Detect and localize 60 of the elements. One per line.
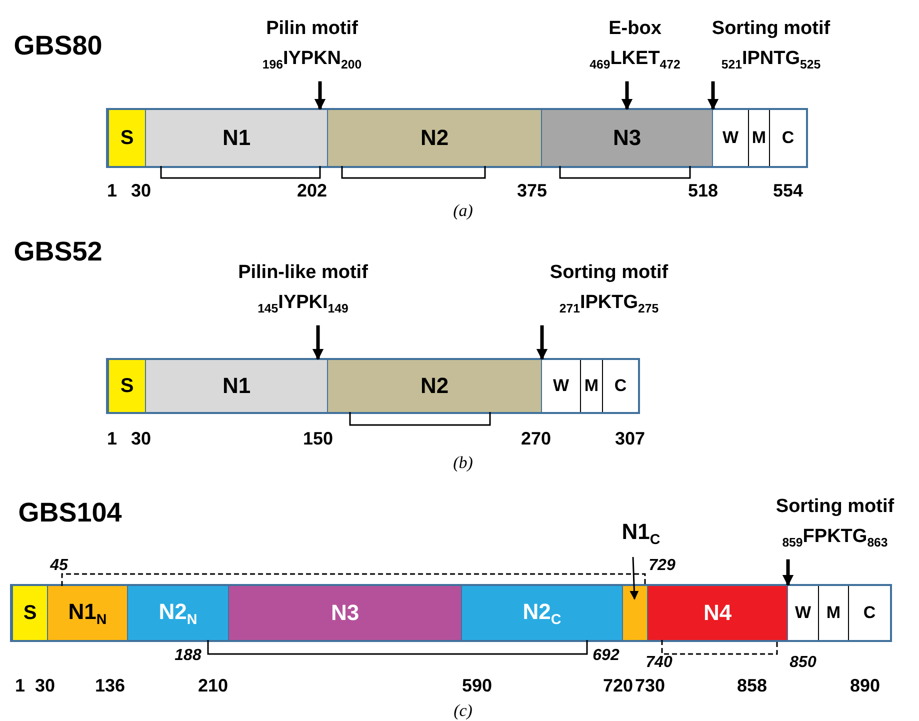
segment-label: N1$_{C}$ (622, 517, 660, 555)
protein-name: GBS104 (18, 498, 122, 528)
residue-number: 720 (602, 676, 634, 696)
residue-number: 30 (130, 180, 152, 202)
residue-number: 1 (107, 428, 117, 450)
boundary-number: 740 (646, 654, 672, 672)
domain-segment: N1$_{N}$ (47, 586, 127, 640)
domain-segment: N2$_{N}$ (127, 586, 228, 640)
residue-number: 30 (34, 676, 56, 696)
residue-number: 150 (302, 428, 334, 450)
arrow (782, 559, 794, 586)
protein-name: GBS80 (14, 30, 102, 62)
residue-number: 375 (516, 180, 548, 202)
boundary-number: 729 (648, 557, 676, 575)
residue-number: 202 (296, 180, 328, 202)
arrow (707, 81, 719, 110)
domain-segment: N3 (541, 110, 712, 166)
residue-number: 1 (15, 676, 25, 696)
domain-segment: N2$_{C}$ (461, 586, 622, 640)
domain-segment: N3 (228, 586, 461, 640)
residue-number: 136 (94, 676, 126, 696)
protein-name: GBS52 (14, 236, 102, 268)
boundary-number: 188 (174, 647, 202, 665)
residue-number: 307 (614, 428, 646, 450)
domain-segment: N1 (145, 360, 327, 412)
domain-segment: N2 (327, 360, 541, 412)
boundary-number: 692 (592, 647, 620, 665)
arrow (312, 325, 324, 360)
arrow (630, 556, 639, 600)
motif-label: Pilin-like motif $_{145}$IYPKI$_{149}$ (238, 258, 368, 324)
panel-caption: (a) (453, 201, 473, 221)
motif-label: E-box $_{469}$LKET$_{472}$ (590, 14, 680, 80)
residue-number: 270 (520, 428, 552, 450)
signal-segment: S (108, 110, 145, 166)
motif-label: Sorting motif $_{271}$IPKTG$_{275}$ (550, 258, 668, 324)
arrow (621, 81, 633, 110)
residue-number: 730 (634, 676, 666, 696)
signal-segment: S (12, 586, 47, 640)
residue-number: 518 (688, 180, 718, 202)
motif-label: Pilin motif $_{196}$IYPKN$_{200}$ (262, 14, 362, 80)
domain-segment: N1 (145, 110, 327, 166)
residue-number: 890 (850, 676, 880, 696)
residue-number: 858 (736, 676, 768, 696)
boundary-number: 45 (50, 557, 68, 575)
domain-segment: N4 (647, 586, 787, 640)
domain-segment: N2 (327, 110, 541, 166)
arrow (314, 81, 326, 110)
residue-number: 554 (772, 180, 804, 202)
motif-label: Sorting motif $_{859}$FPKTG$_{863}$ (776, 492, 894, 558)
motif-label: Sorting motif $_{521}$IPNTG$_{525}$ (712, 14, 830, 80)
linker-segment (622, 586, 647, 640)
residue-number: 1 (107, 180, 117, 202)
signal-segment: S (108, 360, 145, 412)
panel-caption: (b) (453, 453, 473, 473)
residue-number: 210 (198, 676, 228, 696)
residue-number: 30 (130, 428, 152, 450)
boundary-number: 850 (790, 654, 816, 672)
residue-number: 590 (462, 676, 492, 696)
arrow (536, 325, 548, 360)
panel-caption: (c) (454, 701, 472, 721)
